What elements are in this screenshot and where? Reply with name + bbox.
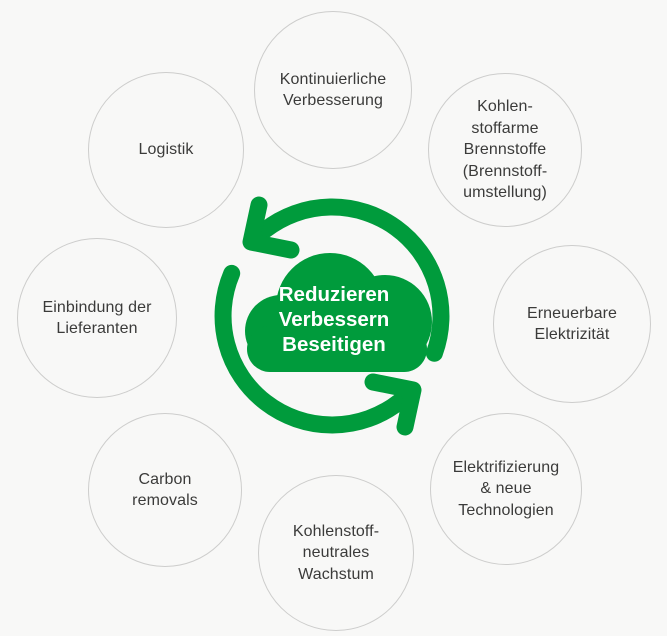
node-erneuerbare-elektrizitaet: Erneuerbare Elektrizität	[493, 245, 651, 403]
node-kohlenstoffneutrales-wachstum: Kohlenstoff- neutrales Wachstum	[258, 475, 414, 631]
node-einbindung-der-lieferanten: Einbindung der Lieferanten	[17, 238, 177, 398]
node-carbon-removals: Carbon removals	[88, 413, 242, 567]
cloud-hump-right	[338, 275, 432, 369]
node-elektrifizierung-neue-technologien: Elektrifizierung & neue Technologien	[430, 413, 582, 565]
cloud-hump-left	[245, 295, 317, 367]
arrowhead-top-left-icon	[242, 196, 300, 259]
cloud-icon	[245, 253, 432, 372]
cloud-text: Reduzieren Verbessern Beseitigen	[279, 283, 390, 356]
cloud-base	[247, 326, 427, 372]
cloud-hump-main	[276, 253, 384, 361]
node-logistik: Logistik	[88, 72, 244, 228]
arrowhead-bottom-right-icon	[364, 373, 422, 436]
cycle-arc-bottom	[214, 264, 408, 434]
cycle-arc-top	[256, 198, 450, 362]
node-kohlenstoffarme-brennstoffe: Kohlen- stoffarme Brennstoffe (Brennstof…	[428, 73, 582, 227]
cloud-text-line-3: Beseitigen	[282, 333, 386, 356]
cloud-text-line-2: Verbessern	[279, 308, 390, 331]
circular-arrows-counterclockwise-icon	[214, 196, 450, 436]
node-kontinuierliche-verbesserung: Kontinuierliche Verbesserung	[254, 11, 412, 169]
cloud-text-line-1: Reduzieren	[279, 283, 390, 306]
